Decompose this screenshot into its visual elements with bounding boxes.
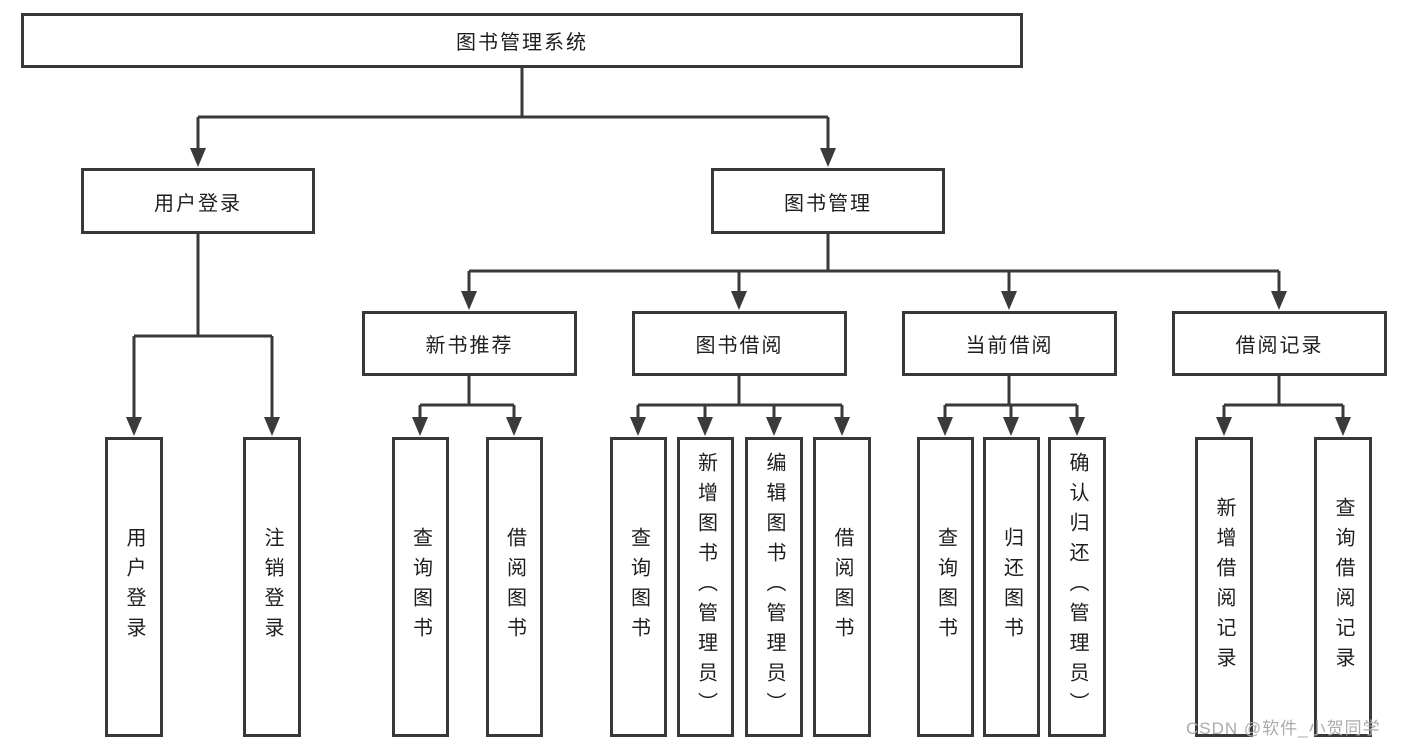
node-label: 当前借阅: [965, 335, 1054, 357]
leaf-user-login: 用户登录: [105, 437, 163, 737]
node-label: 新增借阅记录: [1213, 497, 1235, 677]
csdn-watermark: CSDN @软件_小贺同学: [1186, 719, 1381, 738]
leaf-edit-books-admin: 编辑图书（管理员）: [745, 437, 803, 737]
leaf-borrow-books-recommend: 借阅图书: [486, 437, 543, 737]
node-label: 查询图书: [627, 527, 650, 647]
leaf-query-books-current: 查询图书: [917, 437, 974, 737]
leaf-return-books: 归还图书: [983, 437, 1040, 737]
node-label: 编辑图书（管理员）: [763, 452, 785, 722]
leaf-query-books-recommend: 查询图书: [392, 437, 449, 737]
leaf-logout: 注销登录: [243, 437, 301, 737]
node-label: 借阅图书: [831, 527, 853, 647]
leaf-confirm-return-admin: 确认归还（管理员）: [1048, 437, 1106, 737]
node-label: 查询借阅记录: [1332, 497, 1354, 677]
leaf-add-borrow-record: 新增借阅记录: [1195, 437, 1253, 737]
leaf-query-books-borrowing: 查询图书: [610, 437, 667, 737]
node-label: 新书推荐: [425, 335, 514, 357]
leaf-borrow-books-borrowing: 借阅图书: [813, 437, 871, 737]
node-label: 归还图书: [1000, 527, 1023, 647]
node-label: 查询图书: [934, 527, 957, 647]
node-label: 用户登录: [154, 192, 242, 215]
leaf-add-books-admin: 新增图书（管理员）: [677, 437, 734, 737]
node-label: 新增图书（管理员）: [694, 452, 717, 722]
node-new-book-recommend: 新书推荐: [362, 311, 577, 376]
arrowheads: [126, 148, 1351, 436]
node-book-management: 图书管理: [711, 168, 945, 234]
node-root-library-system: 图书管理系统: [21, 13, 1023, 68]
node-label: 查询图书: [409, 527, 432, 647]
node-label: 确认归还（管理员）: [1066, 452, 1088, 722]
node-label: 图书借阅: [695, 335, 784, 357]
node-label: 借阅记录: [1235, 335, 1324, 357]
node-current-borrowing: 当前借阅: [902, 311, 1117, 376]
node-label: 注销登录: [261, 527, 283, 647]
node-book-borrowing: 图书借阅: [632, 311, 847, 376]
node-borrowing-records: 借阅记录: [1172, 311, 1387, 376]
node-label: 图书管理系统: [456, 32, 588, 54]
node-label: 用户登录: [123, 527, 145, 647]
node-label: 图书管理: [784, 192, 872, 215]
leaf-query-borrow-record: 查询借阅记录: [1314, 437, 1372, 737]
node-user-login: 用户登录: [81, 168, 315, 234]
node-label: 借阅图书: [503, 527, 526, 647]
